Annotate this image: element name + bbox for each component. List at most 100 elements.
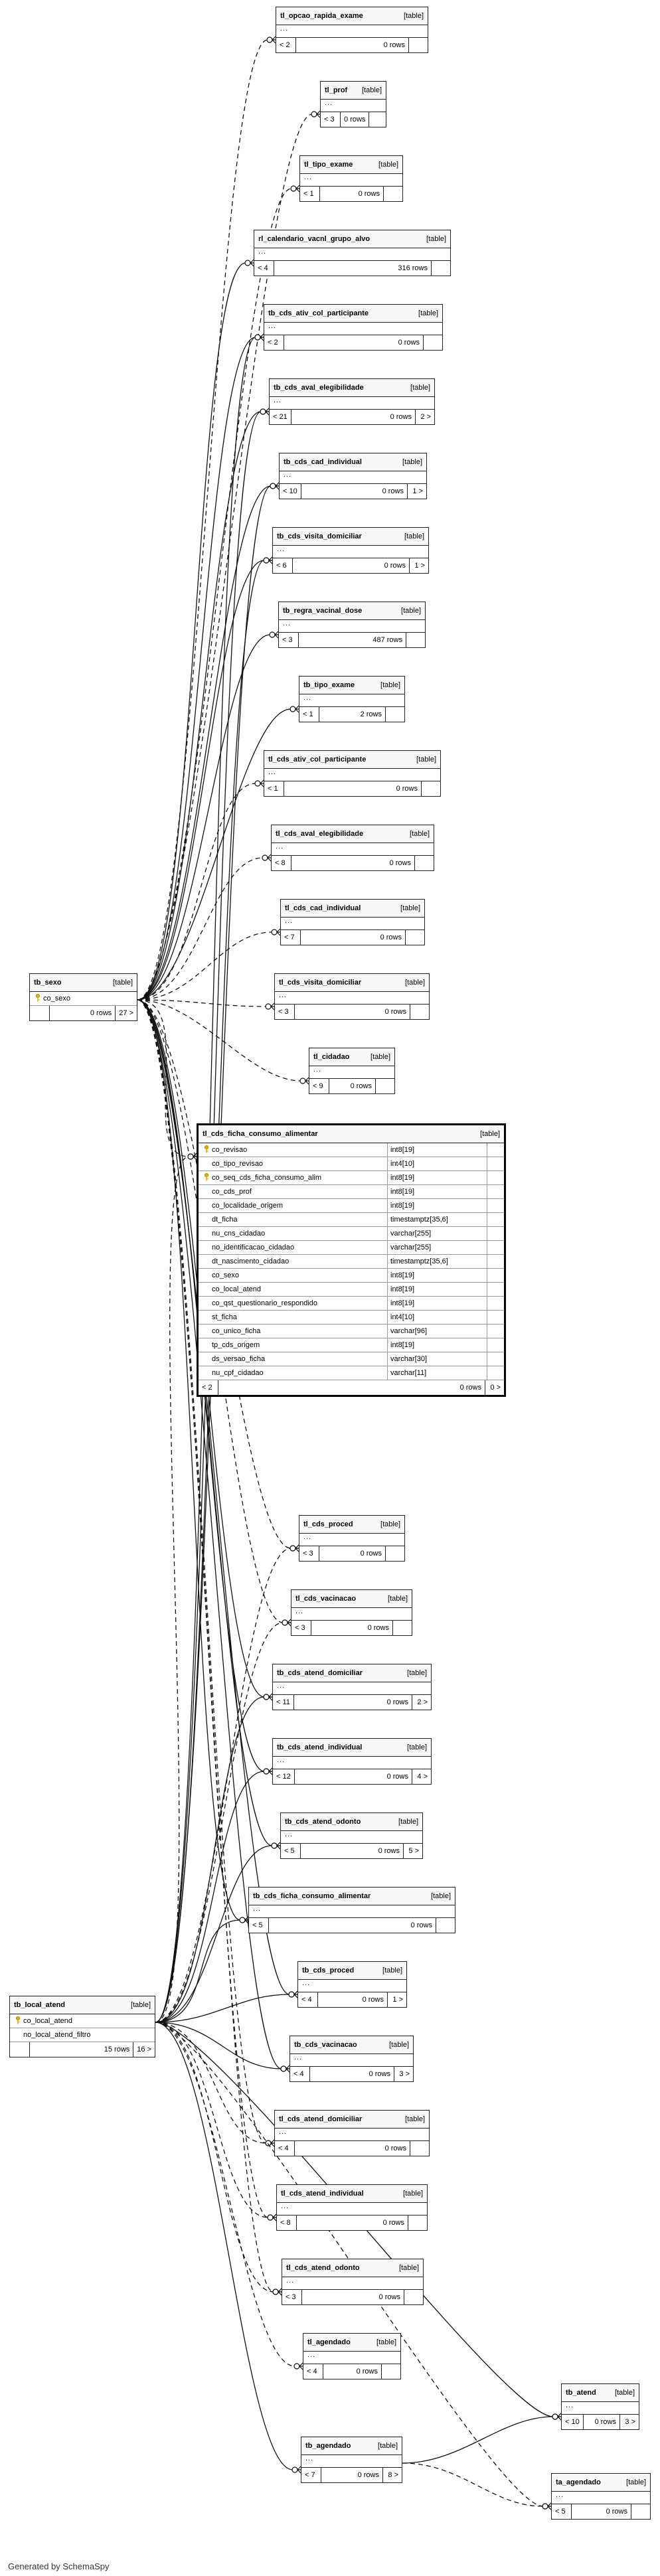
table-t_main[interactable]: tl_cds_ficha_consumo_alimentar[table]co_… bbox=[197, 1123, 506, 1397]
parents-count[interactable] bbox=[10, 2042, 30, 2057]
table-name[interactable]: tb_regra_vacinal_dose bbox=[283, 607, 363, 615]
table-name[interactable]: tb_agendado bbox=[305, 2442, 351, 2450]
parents-count[interactable]: < 2 bbox=[276, 38, 296, 52]
table-name[interactable]: tl_cds_ativ_col_participante bbox=[268, 756, 367, 764]
parents-count[interactable]: < 5 bbox=[249, 1918, 269, 1933]
table-name[interactable]: tb_cds_atend_domiciliar bbox=[277, 1669, 363, 1677]
parents-count[interactable]: < 7 bbox=[281, 930, 301, 945]
children-count[interactable]: 1 > bbox=[392, 1996, 403, 2004]
table-name[interactable]: tb_cds_vacinacao bbox=[294, 2041, 357, 2049]
parents-count[interactable] bbox=[30, 1006, 50, 1020]
table-t_cal[interactable]: rl_calendario_vacnl_grupo_alvo[table]...… bbox=[254, 230, 451, 276]
parents-count[interactable]: < 8 bbox=[277, 2215, 297, 2230]
children-count[interactable]: 3 > bbox=[399, 2070, 410, 2078]
children-count[interactable] bbox=[410, 1005, 429, 1019]
parents-count[interactable]: < 5 bbox=[281, 1844, 301, 1858]
children-count[interactable] bbox=[422, 781, 440, 796]
table-name[interactable]: tl_tipo_exame bbox=[304, 161, 353, 169]
table-name[interactable]: tb_sexo bbox=[34, 979, 62, 987]
parents-count[interactable]: < 10 bbox=[562, 2415, 584, 2429]
table-name[interactable]: tl_cds_proced bbox=[303, 1520, 353, 1528]
table-name[interactable]: tb_cds_cad_individual bbox=[284, 458, 362, 466]
table-name[interactable]: tb_atend bbox=[566, 2389, 596, 2397]
table-t_ativ_b[interactable]: tb_cds_ativ_col_participante[table]...< … bbox=[264, 304, 443, 351]
parents-count[interactable]: < 10 bbox=[280, 484, 301, 499]
table-name[interactable]: tl_cds_aval_elegibilidade bbox=[276, 830, 364, 838]
children-count[interactable]: 1 > bbox=[414, 562, 425, 570]
children-count[interactable] bbox=[631, 2504, 650, 2519]
table-name[interactable]: tb_cds_ativ_col_participante bbox=[268, 309, 369, 317]
table-name[interactable]: tb_local_atend bbox=[14, 2001, 66, 2009]
table-name[interactable]: tl_cidadao bbox=[313, 1053, 350, 1061]
parents-count[interactable]: < 2 bbox=[199, 1380, 218, 1395]
children-count[interactable]: 1 > bbox=[412, 487, 423, 495]
parents-count[interactable]: < 4 bbox=[298, 1992, 318, 2007]
table-name[interactable]: tl_cds_ficha_consumo_alimentar bbox=[203, 1130, 318, 1138]
table-name[interactable]: tb_tipo_exame bbox=[303, 681, 355, 689]
parents-count[interactable]: < 4 bbox=[290, 2067, 310, 2081]
table-t_ativ_l[interactable]: tl_cds_ativ_col_participante[table]...< … bbox=[264, 750, 441, 797]
children-count[interactable] bbox=[404, 2290, 423, 2304]
table-name[interactable]: tl_cds_vacinacao bbox=[295, 1595, 357, 1603]
table-name[interactable]: tb_cds_atend_individual bbox=[277, 1743, 363, 1751]
parents-count[interactable]: < 1 bbox=[300, 187, 320, 201]
children-count[interactable]: 8 > bbox=[388, 2471, 398, 2479]
table-name[interactable]: tl_cds_cad_individual bbox=[285, 904, 361, 912]
parents-count[interactable]: < 3 bbox=[299, 1546, 319, 1561]
parents-count[interactable]: < 4 bbox=[254, 261, 274, 276]
parents-count[interactable]: < 3 bbox=[279, 633, 299, 647]
children-count[interactable] bbox=[408, 2215, 427, 2230]
table-name[interactable]: tb_cds_aval_elegibilidade bbox=[274, 384, 364, 392]
parents-count[interactable]: < 7 bbox=[301, 2468, 321, 2482]
table-name[interactable]: tl_agendado bbox=[307, 2338, 351, 2346]
table-name[interactable]: tb_cds_proced bbox=[302, 1967, 355, 1974]
children-count[interactable]: 2 > bbox=[417, 1698, 428, 1706]
table-name[interactable]: tb_cds_visita_domiciliar bbox=[277, 532, 362, 540]
parents-count[interactable]: < 4 bbox=[303, 2364, 323, 2379]
parents-count[interactable]: < 9 bbox=[309, 1079, 329, 1093]
table-name[interactable]: tb_cds_atend_odonto bbox=[285, 1818, 361, 1826]
children-count[interactable] bbox=[386, 707, 404, 722]
column-row[interactable]: co_local_atend bbox=[10, 2014, 155, 2028]
children-count[interactable]: 0 > bbox=[490, 1384, 501, 1392]
table-name[interactable]: tl_cds_atend_domiciliar bbox=[279, 2115, 363, 2123]
children-count[interactable] bbox=[393, 1621, 412, 1635]
table-name[interactable]: tl_prof bbox=[325, 86, 348, 94]
table-name[interactable]: tl_cds_atend_individual bbox=[281, 2190, 364, 2198]
parents-count[interactable]: < 6 bbox=[273, 558, 293, 573]
parents-count[interactable]: < 3 bbox=[321, 112, 341, 127]
parents-count[interactable]: < 11 bbox=[273, 1695, 294, 1710]
parents-count[interactable]: < 1 bbox=[264, 781, 284, 796]
column-row[interactable]: no_local_atend_filtro bbox=[10, 2028, 155, 2042]
children-count[interactable]: 2 > bbox=[420, 413, 431, 421]
table-name[interactable]: rl_calendario_vacnl_grupo_alvo bbox=[258, 235, 371, 243]
column-row[interactable]: co_sexo bbox=[30, 992, 137, 1006]
children-count[interactable] bbox=[386, 1546, 404, 1561]
